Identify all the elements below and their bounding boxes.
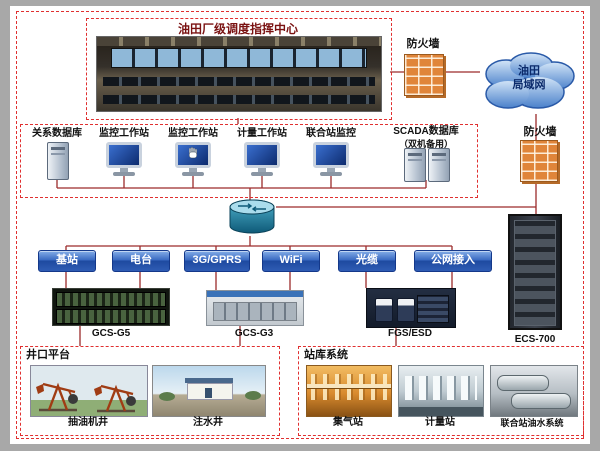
gas-gathering-station-image: [306, 365, 392, 417]
monitor-icon: [244, 142, 280, 176]
comm-node-radio: 电台: [112, 250, 170, 272]
comm-node-3g-gprs: 3G/GPRS: [184, 250, 250, 272]
control-room-desk-row: [103, 95, 375, 104]
monitor-screen: [313, 142, 349, 168]
scada-server-icon-2: [428, 148, 450, 182]
outer-dashed-frame: [16, 11, 584, 439]
cloud-icon: [485, 52, 575, 109]
monitor-icon: [106, 142, 142, 176]
monitor-screen: [106, 142, 142, 168]
comm-node-fiber: 光缆: [338, 250, 396, 272]
station-system-title: 站库系统: [304, 349, 348, 361]
wellhead-platform-box: [20, 346, 280, 436]
comm-node-base-station: 基站: [38, 250, 96, 272]
cloud-label-line1: 油田: [518, 65, 540, 77]
union-station-oil-water-image: [490, 365, 578, 417]
label-union-station-oil-water: 联合站油水系统: [500, 418, 564, 428]
firewall-icon: [404, 54, 444, 96]
fgs-esd-device-image: [366, 288, 456, 328]
label-metering-station: 计量站: [425, 417, 455, 428]
pumpjack-well-image: [30, 365, 148, 417]
device-label-gcs-g5: GCS-G5: [91, 328, 131, 339]
control-room-photo: [96, 36, 382, 112]
firewall-icon: [520, 140, 558, 182]
firewall-top-label: 防火墙: [406, 38, 440, 50]
hand-cursor-icon: [188, 147, 198, 159]
comm-node-wifi: WiFi: [262, 250, 320, 272]
control-center-title: 油田厂级调度指挥中心: [177, 22, 298, 36]
firewall-right-label: 防火墙: [523, 126, 557, 138]
label-pumpjack-well: 抽油机井: [68, 417, 108, 428]
scada-label-line2: （双机备用）: [398, 139, 453, 149]
device-label-ecs-700: ECS-700: [514, 334, 556, 345]
gcs-g3-device-image: [206, 290, 304, 326]
workstation-label-metering: 计量工作站: [237, 128, 287, 139]
workstation-box: [20, 124, 478, 198]
database-server-icon: [47, 142, 69, 180]
device-label-gcs-g3: GCS-G3: [234, 328, 274, 339]
metering-station-image: [398, 365, 484, 417]
workstation-label-union-station: 联合站监控: [306, 128, 356, 139]
control-center-box: [86, 18, 392, 120]
device-label-fgs-esd: FGS/ESD: [388, 328, 432, 339]
control-room-video-wall: [111, 48, 367, 68]
cloud-label: 油田 局域网: [486, 64, 572, 92]
workstation-label-monitor-2: 监控工作站: [168, 128, 218, 139]
label-injection-well: 注水井: [193, 417, 223, 428]
control-room-desk-row: [103, 77, 375, 86]
injection-well-image: [152, 365, 266, 417]
control-room-ceiling: [97, 37, 381, 46]
scada-label-line1: SCADA数据库: [393, 126, 459, 137]
monitor-screen: [244, 142, 280, 168]
station-system-box: [298, 346, 584, 436]
comm-node-public-network: 公网接入: [414, 250, 492, 272]
ecs-700-cabinet-image: [508, 214, 562, 330]
scada-server-icon-1: [404, 148, 426, 182]
workstation-label-scada: SCADA数据库 （双机备用）: [382, 126, 470, 150]
wellhead-platform-title: 井口平台: [26, 349, 70, 361]
label-gas-gathering-station: 集气站: [333, 417, 363, 428]
cloud-label-line2: 局域网: [512, 79, 546, 91]
monitor-icon: [313, 142, 349, 176]
workstation-label-monitor-1: 监控工作站: [99, 128, 149, 139]
gcs-g5-device-image: [52, 288, 170, 326]
workstation-label-database: 关系数据库: [32, 128, 82, 139]
router-icon: [229, 199, 275, 234]
